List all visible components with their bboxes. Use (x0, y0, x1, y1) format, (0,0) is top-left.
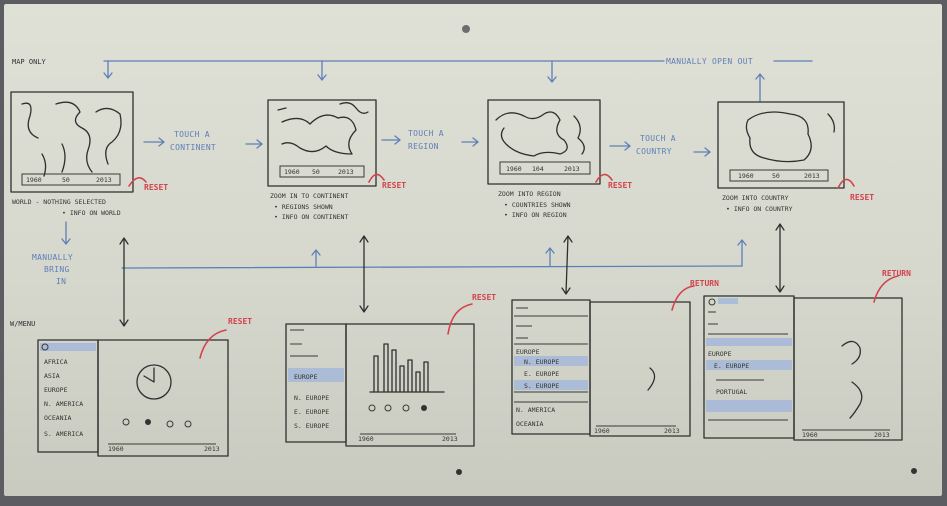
menu-item: AFRICA (44, 358, 68, 366)
reset-label-2: RESET (382, 181, 406, 190)
arrow-touch-continent-2 (245, 139, 264, 149)
reset-arrow-8 (873, 275, 899, 303)
touch-region-line-2: REGION (408, 142, 439, 151)
manually-open-out-label: MANUALLY OPEN OUT (666, 57, 753, 66)
year-end: 2013 (96, 176, 112, 184)
reset-label-6: RESET (472, 293, 496, 302)
region-panel: EUROPE N. EUROPE E. EUROPE S. EUROPE N. … (511, 299, 691, 437)
year-start: 1960 (738, 172, 754, 180)
list-item: E. EUROPE (294, 408, 329, 416)
list-item: EUROPE (294, 373, 318, 381)
screen-3-caption: ZOOM INTO REGION (498, 190, 561, 198)
list-item: EUROPE (708, 350, 732, 358)
screen-country: 1960 50 2013 (717, 101, 845, 189)
reset-arrow-6 (447, 303, 473, 335)
return-label-2: RETURN (882, 269, 911, 278)
year-value: 104 (532, 165, 544, 173)
menu-panel: AFRICA ASIA EUROPE N. AMERICA OCEANIA S.… (37, 339, 229, 457)
screen-1-caption: WORLD - NOTHING SELECTED (12, 198, 106, 206)
reset-arrow-5 (199, 329, 227, 359)
return-label-1: RETURN (690, 279, 719, 288)
menu-item: EUROPE (44, 386, 68, 394)
year-end: 2013 (564, 165, 580, 173)
touch-country-line-2: COUNTRY (636, 147, 672, 156)
screen-4-bullet-1: • INFO ON COUNTRY (726, 205, 793, 213)
timeline-start: 1960 (358, 435, 374, 443)
manually-bring-in-line-3: IN (56, 277, 66, 286)
screen-region: 1960 104 2013 (487, 99, 601, 185)
menu-panel-title: W/MENU (10, 320, 35, 328)
map-only-label: MAP ONLY (12, 58, 47, 66)
country-panel: EUROPE E. EUROPE PORTUGAL 1960 2013 (703, 295, 903, 441)
list-item: S. EUROPE (294, 422, 329, 430)
double-arrows (119, 223, 785, 327)
menu-item: OCEANIA (44, 414, 71, 422)
arrow-touch-country-2 (693, 147, 712, 157)
screen-4-caption: ZOOM INTO COUNTRY (722, 194, 789, 202)
menu-item: ASIA (44, 372, 60, 380)
timeline-start: 1960 (594, 427, 610, 435)
year-end: 2013 (338, 168, 354, 176)
reset-arrow-2 (368, 173, 385, 183)
list-item: PORTUGAL (716, 388, 747, 396)
timeline-start: 1960 (802, 431, 818, 439)
touch-country-line-1: TOUCH A (640, 134, 676, 143)
year-start: 1960 (506, 165, 522, 173)
screen-world: 1960 50 2013 (10, 91, 134, 193)
touch-region-line-1: TOUCH A (408, 129, 444, 138)
year-end: 2013 (804, 172, 820, 180)
timeline-end: 2013 (442, 435, 458, 443)
screen-2-bullet-1: • REGIONS SHOWN (274, 203, 333, 211)
menu-item: N. AMERICA (44, 400, 83, 408)
year-value: 50 (312, 168, 320, 176)
screen-2-caption: ZOOM IN TO CONTINENT (270, 192, 348, 200)
reset-label-5: RESET (228, 317, 252, 326)
year-start: 1960 (26, 176, 42, 184)
middle-flow-line (61, 221, 747, 269)
timeline-end: 2013 (204, 445, 220, 453)
list-item: EUROPE (516, 348, 540, 356)
year-value: 50 (772, 172, 780, 180)
screen-3-bullet-1: • COUNTRIES SHOWN (504, 201, 571, 209)
timeline-end: 2013 (874, 431, 890, 439)
pin-top (462, 25, 470, 33)
manually-bring-in-line-2: BRING (44, 265, 70, 274)
screen-continent: 1960 50 2013 (267, 99, 377, 187)
pin-bottom-1 (456, 469, 462, 475)
touch-continent-line-1: TOUCH A (174, 130, 210, 139)
arrow-touch-region-2 (461, 137, 480, 147)
screen-1-bullet-1: • INFO ON WORLD (62, 209, 121, 217)
list-item: N. EUROPE (294, 394, 329, 402)
reset-arrow-4 (837, 178, 855, 189)
menu-item: S. AMERICA (44, 430, 83, 438)
year-value: 50 (62, 176, 70, 184)
year-start: 1960 (284, 168, 300, 176)
arrow-touch-country (609, 141, 632, 151)
reset-arrow-3 (595, 173, 613, 183)
continent-panel: EUROPE N. EUROPE E. EUROPE S. EUROPE 196… (285, 323, 475, 447)
touch-continent-line-2: CONTINENT (170, 143, 216, 152)
screen-3-bullet-2: • INFO ON REGION (504, 211, 567, 219)
top-flow-line (103, 60, 813, 102)
reset-arrow-7 (671, 285, 695, 311)
whiteboard-sketch: MAP ONLY MANUALLY OPEN OUT 1960 50 2013 … (10, 25, 917, 475)
reset-arrow-1 (128, 177, 147, 187)
list-item: E. EUROPE (524, 370, 559, 378)
pin-bottom-2 (911, 468, 917, 474)
list-item: OCEANIA (516, 420, 543, 428)
manually-bring-in-line-1: MANUALLY (32, 253, 73, 262)
list-item: N. EUROPE (524, 358, 559, 366)
reset-label-3: RESET (608, 181, 632, 190)
timeline-end: 2013 (664, 427, 680, 435)
list-item: S. EUROPE (524, 382, 559, 390)
reset-label-1: RESET (144, 183, 168, 192)
arrow-touch-region (381, 135, 402, 145)
screen-2-bullet-2: • INFO ON CONTINENT (274, 213, 348, 221)
whiteboard: MAP ONLY MANUALLY OPEN OUT 1960 50 2013 … (4, 4, 942, 496)
timeline-start: 1960 (108, 445, 124, 453)
list-item: N. AMERICA (516, 406, 555, 414)
list-item: E. EUROPE (714, 362, 749, 370)
reset-label-4: RESET (850, 193, 874, 202)
arrow-touch-continent (143, 137, 166, 147)
